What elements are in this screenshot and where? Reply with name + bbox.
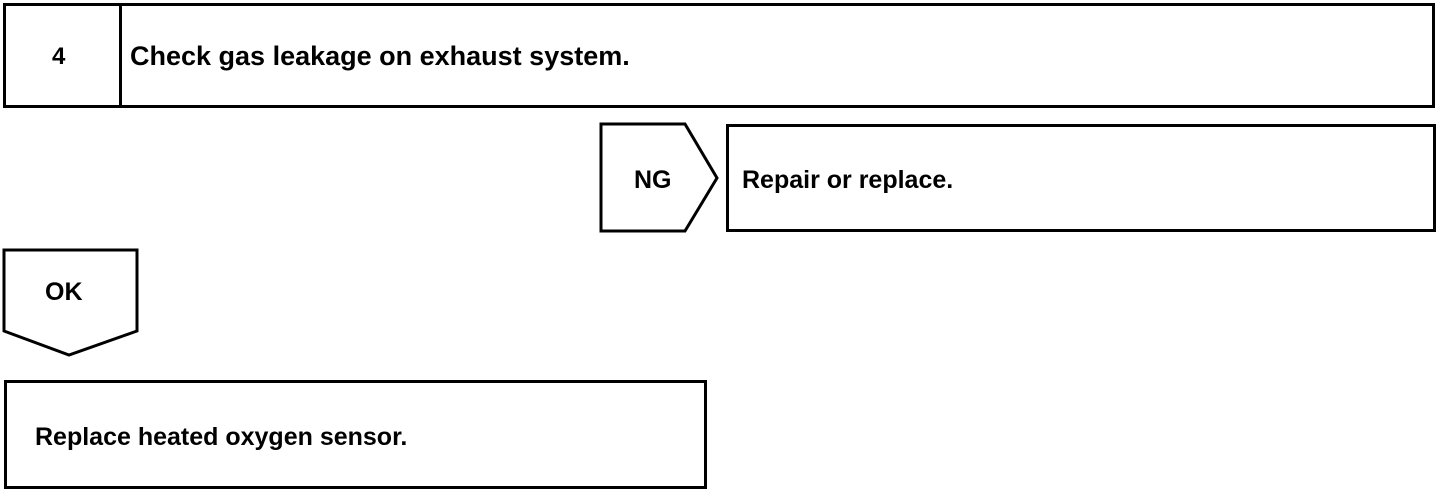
ng-label: NG (634, 166, 672, 194)
step-number-divider (119, 6, 122, 105)
ng-action-text: Repair or replace. (742, 166, 954, 194)
ok-result-box (4, 380, 707, 489)
ng-result-box (726, 124, 1436, 232)
ok-action-text: Replace heated oxygen sensor. (35, 423, 408, 451)
step-number: 4 (52, 43, 66, 70)
step-header-box (3, 3, 1435, 108)
ok-label: OK (45, 278, 83, 306)
step-title: Check gas leakage on exhaust system. (130, 41, 630, 71)
